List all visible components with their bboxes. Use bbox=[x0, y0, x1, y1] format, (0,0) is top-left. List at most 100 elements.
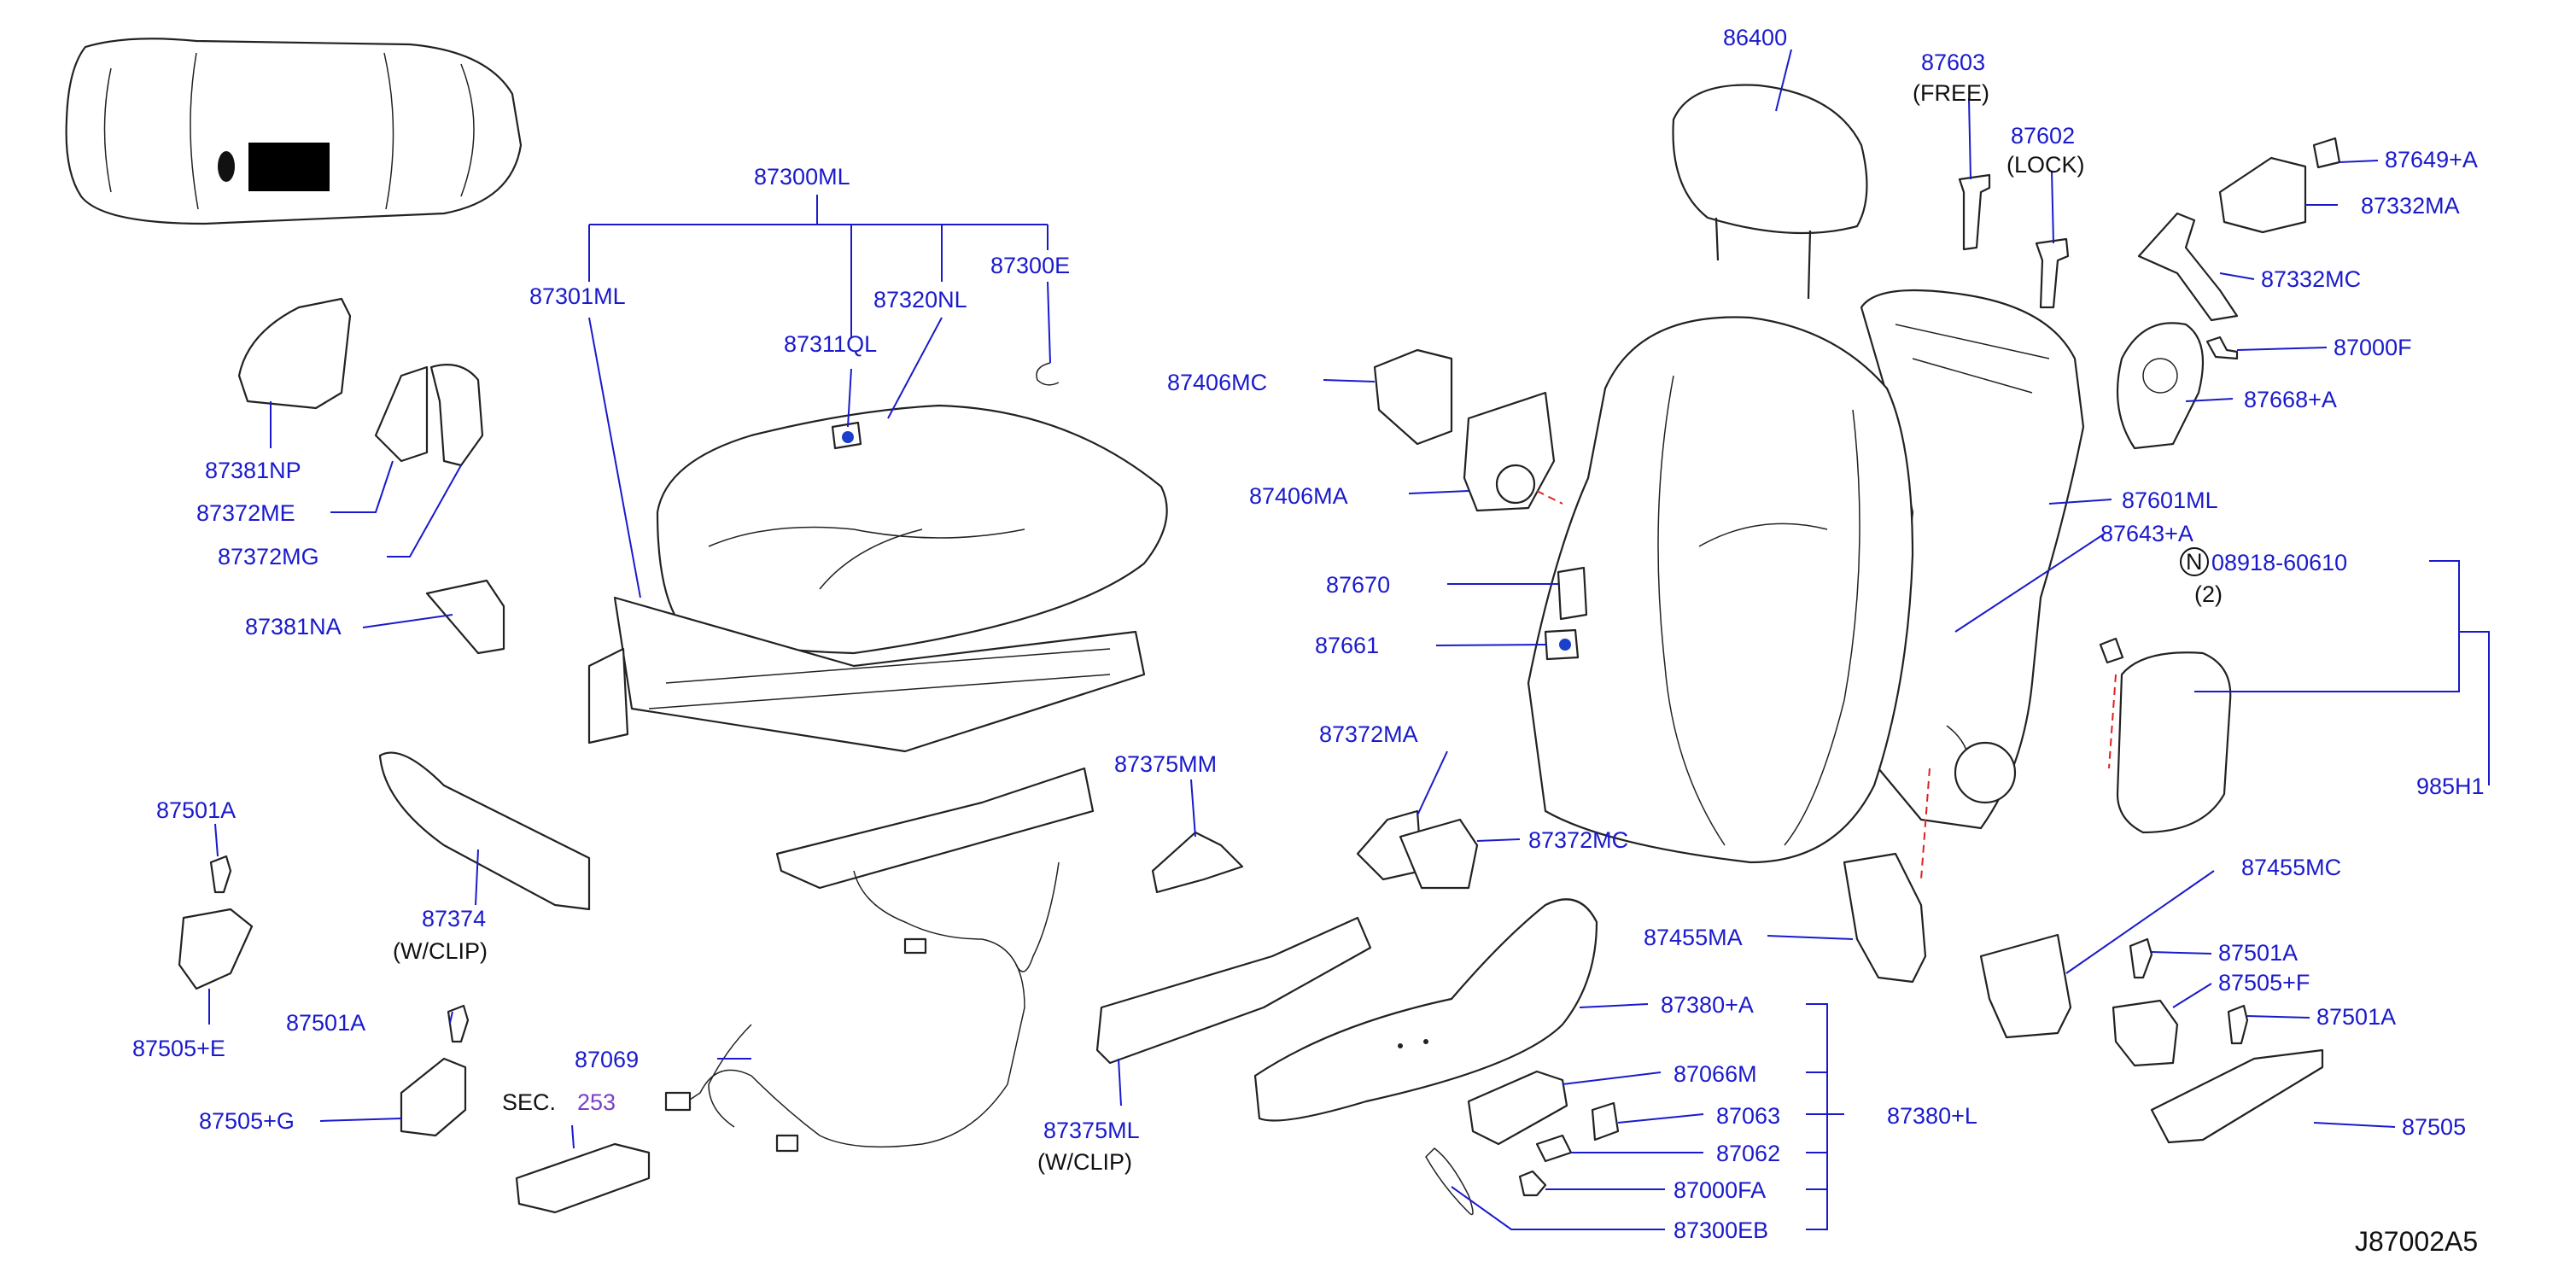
rail-cover-part[interactable] bbox=[2150, 1048, 2324, 1144]
label-87380A[interactable]: 87380+A bbox=[1661, 992, 1754, 1018]
note-free: (FREE) bbox=[1913, 80, 1989, 106]
cover-87505F-part[interactable] bbox=[2112, 999, 2179, 1067]
label-87661[interactable]: 87661 bbox=[1315, 633, 1379, 658]
label-87311QL[interactable]: 87311QL bbox=[784, 331, 877, 357]
bolt-87501A-r2-part[interactable] bbox=[2227, 1004, 2249, 1045]
label-87501A-l1[interactable]: 87501A bbox=[156, 797, 236, 823]
headrest-guide-lock-part[interactable] bbox=[2035, 237, 2070, 309]
headrest-guide-free-part[interactable] bbox=[1958, 173, 1991, 251]
label-87603[interactable]: 87603 bbox=[1921, 50, 1985, 75]
diagram-code: J87002A5 bbox=[2355, 1226, 2478, 1257]
label-87375ML[interactable]: 87375ML bbox=[1043, 1118, 1140, 1143]
label-87501A-r2[interactable]: 87501A bbox=[2316, 1004, 2396, 1030]
headrest-part[interactable] bbox=[1672, 84, 1868, 300]
label-87649A[interactable]: 87649+A bbox=[2385, 147, 2478, 172]
label-87372MC[interactable]: 87372MC bbox=[1528, 827, 1628, 853]
label-87406MC[interactable]: 87406MC bbox=[1167, 370, 1267, 395]
label-87602[interactable]: 87602 bbox=[2011, 123, 2075, 149]
cover-87381NA-part[interactable] bbox=[425, 579, 505, 655]
side-finisher-part[interactable] bbox=[1253, 898, 1598, 1122]
switch-87066M-part[interactable] bbox=[1467, 1070, 1568, 1146]
cover-87505G-part[interactable] bbox=[400, 1057, 467, 1137]
label-87501A-r1[interactable]: 87501A bbox=[2218, 940, 2298, 966]
label-87300ML[interactable]: 87300ML bbox=[754, 164, 850, 190]
label-87372MG[interactable]: 87372MG bbox=[218, 544, 319, 569]
label-87301ML[interactable]: 87301ML bbox=[529, 283, 626, 309]
label-87375MM[interactable]: 87375MM bbox=[1114, 751, 1217, 777]
seat-frame-part[interactable] bbox=[587, 596, 1146, 890]
sec-label: SEC. bbox=[502, 1089, 556, 1115]
recliner-cover-outer-part[interactable] bbox=[1843, 768, 1931, 984]
label-87643A[interactable]: 87643+A bbox=[2100, 521, 2193, 546]
label-87670[interactable]: 87670 bbox=[1326, 572, 1390, 598]
harness-87069-part[interactable] bbox=[664, 861, 1060, 1153]
bolt-87501A-l2-part[interactable] bbox=[447, 1004, 470, 1043]
screw-87000F-part[interactable] bbox=[2205, 336, 2239, 360]
label-87601ML[interactable]: 87601ML bbox=[2122, 488, 2218, 513]
note-wclip-87374: (W/CLIP) bbox=[393, 938, 488, 964]
label-87381NA[interactable]: 87381NA bbox=[245, 614, 342, 639]
label-87380L[interactable]: 87380+L bbox=[1887, 1103, 1977, 1129]
label-87062[interactable]: 87062 bbox=[1716, 1141, 1780, 1166]
label-87381NP[interactable]: 87381NP bbox=[205, 458, 301, 483]
seat-back-cushion-part[interactable] bbox=[1527, 316, 1914, 864]
n-symbol: N bbox=[2186, 549, 2203, 575]
label-87455MA[interactable]: 87455MA bbox=[1644, 925, 1743, 950]
label-87000F[interactable]: 87000F bbox=[2334, 335, 2412, 360]
label-87332MA[interactable]: 87332MA bbox=[2361, 193, 2460, 219]
knob-87062-part[interactable] bbox=[1535, 1134, 1573, 1163]
tag-part[interactable] bbox=[1557, 566, 1588, 621]
lever-part[interactable] bbox=[2137, 212, 2239, 322]
label-87455MC[interactable]: 87455MC bbox=[2241, 855, 2341, 880]
bolt-87501A-l1-part[interactable] bbox=[209, 855, 232, 894]
label-87300EB[interactable]: 87300EB bbox=[1674, 1217, 1768, 1243]
label-87066M[interactable]: 87066M bbox=[1674, 1061, 1757, 1087]
label-87372MA[interactable]: 87372MA bbox=[1319, 721, 1418, 747]
bolt-87501A-r1-part[interactable] bbox=[2129, 937, 2153, 979]
label-985H1[interactable]: 985H1 bbox=[2416, 774, 2485, 799]
vehicle-locator-icon bbox=[65, 38, 523, 225]
label-87332MC[interactable]: 87332MC bbox=[2261, 266, 2361, 292]
label-87505[interactable]: 87505 bbox=[2402, 1114, 2466, 1140]
knob-cover-part[interactable] bbox=[1463, 391, 1563, 512]
label-87668A[interactable]: 87668+A bbox=[2244, 387, 2337, 412]
label-87501A-l2[interactable]: 87501A bbox=[286, 1010, 365, 1036]
recliner-trim-part[interactable] bbox=[2218, 137, 2341, 234]
finisher-87374-part[interactable] bbox=[378, 751, 591, 911]
label-87063[interactable]: 87063 bbox=[1716, 1103, 1780, 1129]
recliner-cover-inner-part[interactable] bbox=[1979, 933, 2072, 1039]
knob-bracket-part[interactable] bbox=[1373, 348, 1453, 446]
seat-cushion-part[interactable] bbox=[656, 404, 1168, 655]
bracket-87372ME-part[interactable] bbox=[374, 365, 429, 463]
label-87320NL[interactable]: 87320NL bbox=[873, 287, 967, 312]
label-08918-60610[interactable]: 08918-60610 bbox=[2211, 550, 2347, 575]
finisher-87375ML-part[interactable] bbox=[1095, 916, 1372, 1065]
label-87000FA[interactable]: 87000FA bbox=[1674, 1177, 1766, 1203]
side-airbag-part[interactable] bbox=[2099, 637, 2232, 834]
label-86400[interactable]: 86400 bbox=[1723, 25, 1787, 50]
ring-87300E-part[interactable] bbox=[1036, 362, 1060, 386]
cover-87375MM-part[interactable] bbox=[1151, 831, 1244, 894]
bracket-87381NP-part[interactable] bbox=[237, 297, 352, 410]
label-87406MA[interactable]: 87406MA bbox=[1249, 483, 1348, 509]
recliner-mechanism-part[interactable] bbox=[2116, 322, 2205, 450]
label-87505G[interactable]: 87505+G bbox=[199, 1108, 295, 1134]
sec-number-link[interactable]: 253 bbox=[577, 1089, 616, 1115]
cover-87505E-part[interactable] bbox=[178, 908, 254, 990]
label-87505F[interactable]: 87505+F bbox=[2218, 970, 2310, 996]
label-87069[interactable]: 87069 bbox=[575, 1047, 639, 1072]
clip-87000FA-part[interactable] bbox=[1518, 1170, 1547, 1197]
control-module-part[interactable] bbox=[515, 1142, 651, 1214]
label-87300E[interactable]: 87300E bbox=[990, 253, 1070, 278]
cover-87372MG-part[interactable] bbox=[429, 364, 484, 467]
strap-87300EB-part[interactable] bbox=[1425, 1147, 1474, 1216]
cover-87372MC-part[interactable] bbox=[1399, 818, 1479, 890]
seat-back-frame-part[interactable] bbox=[1860, 289, 2085, 830]
knob-87063-part[interactable] bbox=[1591, 1101, 1620, 1141]
label-87505E[interactable]: 87505+E bbox=[132, 1036, 225, 1061]
label-plate-part[interactable] bbox=[1544, 628, 1580, 661]
n-symbol-circle bbox=[2180, 547, 2209, 576]
label-87372ME[interactable]: 87372ME bbox=[196, 500, 295, 526]
label-87374[interactable]: 87374 bbox=[422, 906, 486, 931]
